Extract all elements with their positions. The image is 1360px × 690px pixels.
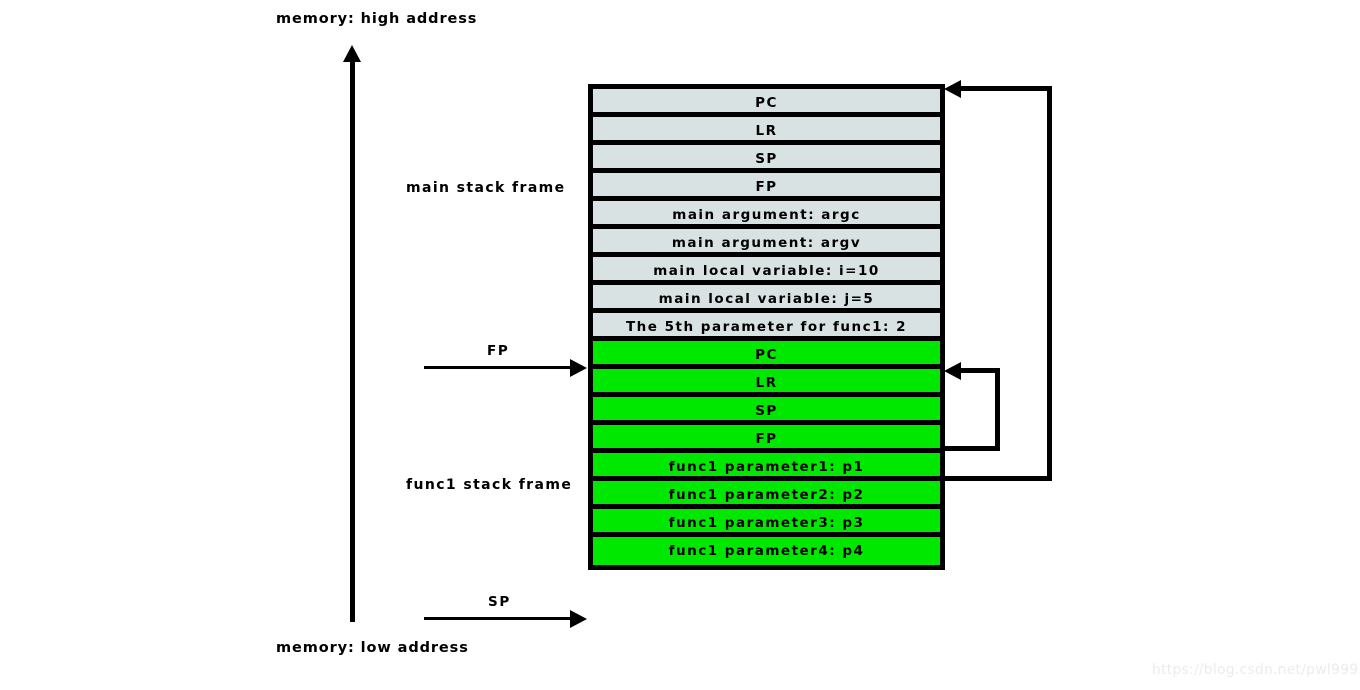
stack-row: func1 parameter2: p2 <box>593 481 940 509</box>
stack-row: LR <box>593 117 940 145</box>
sp-pointer-line <box>424 617 572 620</box>
stack-row: PC <box>593 89 940 117</box>
inner-connector-vertical-segment <box>995 368 1000 451</box>
inner-connector-top-segment <box>960 368 1000 373</box>
stack-row: func1 parameter3: p3 <box>593 509 940 537</box>
memory-axis-line <box>350 60 355 622</box>
sp-pointer-arrowhead-icon <box>570 610 587 628</box>
inner-connector-arrowhead-icon <box>944 362 961 380</box>
stack-row: main local variable: i=10 <box>593 257 940 285</box>
stack-row: func1 parameter4: p4 <box>593 537 940 565</box>
sp-pointer-label: SP <box>488 594 511 610</box>
stack-row: PC <box>593 341 940 369</box>
fp-pointer-line <box>424 366 572 369</box>
func1-stack-frame-label: func1 stack frame <box>406 477 573 493</box>
fp-pointer-label: FP <box>487 343 510 359</box>
stack-row: main argument: argv <box>593 229 940 257</box>
stack-row: LR <box>593 369 940 397</box>
stack-row: main argument: argc <box>593 201 940 229</box>
stack-row: func1 parameter1: p1 <box>593 453 940 481</box>
main-stack-frame-label: main stack frame <box>406 180 566 196</box>
stack-row: main local variable: j=5 <box>593 285 940 313</box>
stack-row: SP <box>593 145 940 173</box>
outer-connector-bottom-segment <box>945 476 1052 481</box>
outer-connector-vertical-segment <box>1047 86 1052 481</box>
memory-high-address-label: memory: high address <box>276 11 478 27</box>
outer-connector-top-segment <box>960 86 1052 91</box>
stack-row: FP <box>593 173 940 201</box>
memory-axis-arrowhead-icon <box>343 45 361 62</box>
inner-connector-bottom-segment <box>945 446 1000 451</box>
stack-row: The 5th parameter for func1: 2 <box>593 313 940 341</box>
watermark: https://blog.csdn.net/pwl999 <box>1152 662 1359 678</box>
fp-pointer-arrowhead-icon <box>570 359 587 377</box>
stack-row: SP <box>593 397 940 425</box>
memory-low-address-label: memory: low address <box>276 640 469 656</box>
stack-row: FP <box>593 425 940 453</box>
outer-connector-arrowhead-icon <box>944 80 961 98</box>
